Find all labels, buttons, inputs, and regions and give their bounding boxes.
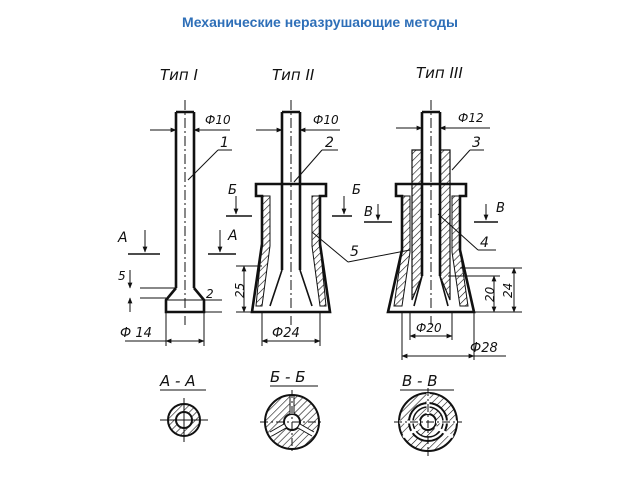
section-view-v-v <box>394 388 462 456</box>
type-1-drawing: Ф10 1 А А 5 2 Ф 14 <box>117 100 238 346</box>
callout-2: 2 <box>325 135 334 151</box>
callout-1: 1 <box>220 135 229 151</box>
callout-5: 5 <box>350 244 359 260</box>
dim-5: 5 <box>118 269 126 283</box>
callout-4: 4 <box>480 235 489 251</box>
section-mark-a-right: А <box>227 228 238 244</box>
dim-2: 2 <box>206 287 214 301</box>
type-1-label: Тип I <box>160 66 198 84</box>
section-mark-b-right: Б <box>352 183 361 198</box>
dim-phi12: Ф12 <box>458 111 484 125</box>
type-3-drawing: Ф12 3 4 В В 20 24 Ф20 <box>364 100 522 360</box>
section-mark-v-left: В <box>364 205 373 220</box>
dim-phi20: Ф20 <box>416 321 442 335</box>
dim-phi10-type2: Ф10 <box>313 113 339 127</box>
section-mark-a-left: А <box>117 230 128 246</box>
dim-24: 24 <box>501 283 515 298</box>
callout-5-leader: 5 <box>311 231 411 263</box>
section-mark-b-left: Б <box>228 183 237 198</box>
section-view-a-a <box>160 398 208 442</box>
dim-20: 20 <box>483 286 497 302</box>
dim-phi24: Ф24 <box>272 326 300 341</box>
dim-phi10-type1: Ф10 <box>205 113 231 127</box>
section-mark-v-right: В <box>496 201 505 216</box>
page-title: Механические неразрушающие методы <box>182 14 458 30</box>
type-3-label: Тип III <box>416 64 463 82</box>
section-title-v-v: В - В <box>402 372 438 390</box>
type-2-drawing: Ф10 2 Б Б 25 Ф24 <box>226 100 361 346</box>
section-title-b-b: Б - Б <box>270 368 306 386</box>
type-2-label: Тип II <box>272 66 315 84</box>
section-view-b-b <box>260 390 324 454</box>
dim-25: 25 <box>233 283 247 298</box>
callout-3: 3 <box>472 135 481 151</box>
dim-phi28: Ф28 <box>470 341 498 356</box>
section-title-a-a: А - А <box>159 372 195 390</box>
dim-phi14: Ф 14 <box>120 326 152 341</box>
